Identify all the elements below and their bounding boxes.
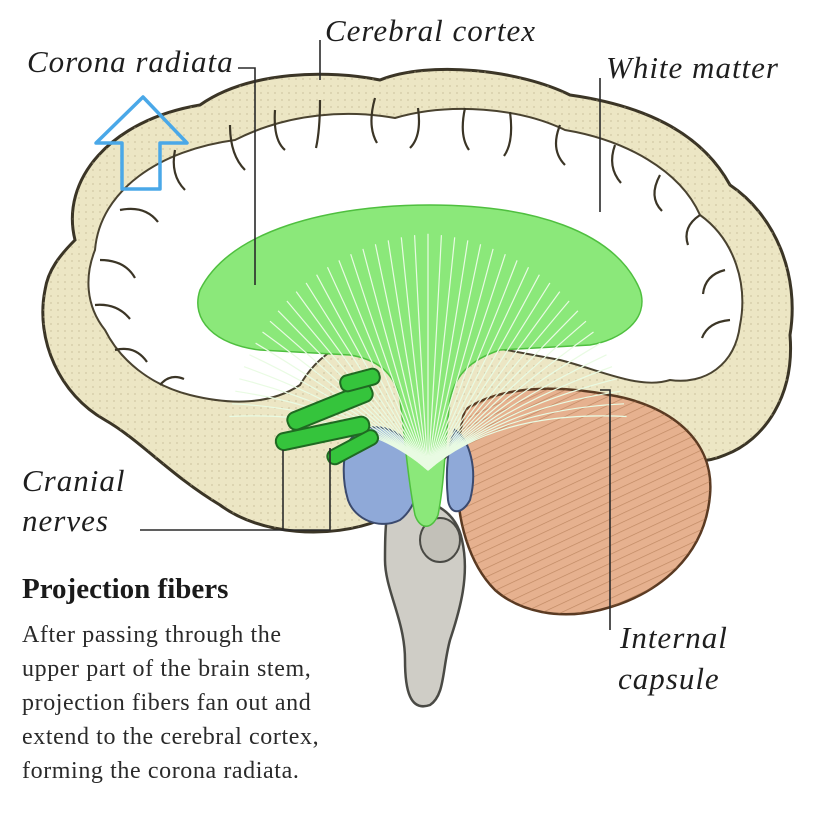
fiber-strand <box>427 237 456 471</box>
fiber-strand <box>427 310 579 471</box>
label-nerves: nerves <box>22 503 109 538</box>
fiber-strand <box>427 240 469 471</box>
fiber-strand <box>427 300 570 471</box>
label-cranial: Cranial <box>22 463 126 498</box>
label-capsule: capsule <box>618 661 720 696</box>
fiber-strand <box>427 254 506 471</box>
fiber-strand <box>374 244 429 471</box>
label-white-matter: White matter <box>606 50 779 85</box>
caption-line: After passing through the <box>22 622 282 648</box>
fiber-strand <box>326 266 429 471</box>
fiber-strand <box>427 266 530 471</box>
caption-line: projection fibers fan out and <box>22 690 312 716</box>
fiber-strand <box>316 274 429 471</box>
leader-lines <box>140 40 611 630</box>
fiber-strand <box>387 240 429 471</box>
fiber-strand <box>362 248 429 471</box>
caption-line: forming the corona radiata. <box>22 758 300 784</box>
cranial-nerves <box>274 367 381 466</box>
caption-line: upper part of the brain stem, <box>22 656 312 682</box>
fiber-strand <box>350 254 429 471</box>
fiber-strand <box>400 237 429 471</box>
fiber-strand <box>427 244 482 471</box>
fiber-strand <box>338 260 429 471</box>
cortex-sulci <box>94 97 731 386</box>
annotation-arrow-icon <box>94 95 189 191</box>
fiber-strand <box>427 235 442 471</box>
projection-fibers <box>197 204 643 527</box>
fiber-strand <box>414 235 429 471</box>
fiber-strand <box>427 415 627 471</box>
fiber-strand <box>305 282 429 471</box>
caption-heading: Projection fibers <box>22 573 229 605</box>
caption-body: After passing through the upper part of … <box>22 618 319 788</box>
label-cerebral-cortex: Cerebral cortex <box>325 13 536 48</box>
fiber-strand <box>427 274 540 471</box>
caption-line: extend to the cerebral cortex, <box>22 724 320 750</box>
fiber-strand <box>427 260 518 471</box>
label-corona-radiata: Corona radiata <box>27 44 234 79</box>
fiber-strand <box>427 282 551 471</box>
fiber-strand <box>427 291 561 471</box>
fiber-strand <box>427 248 494 471</box>
label-internal: Internal <box>620 620 728 655</box>
